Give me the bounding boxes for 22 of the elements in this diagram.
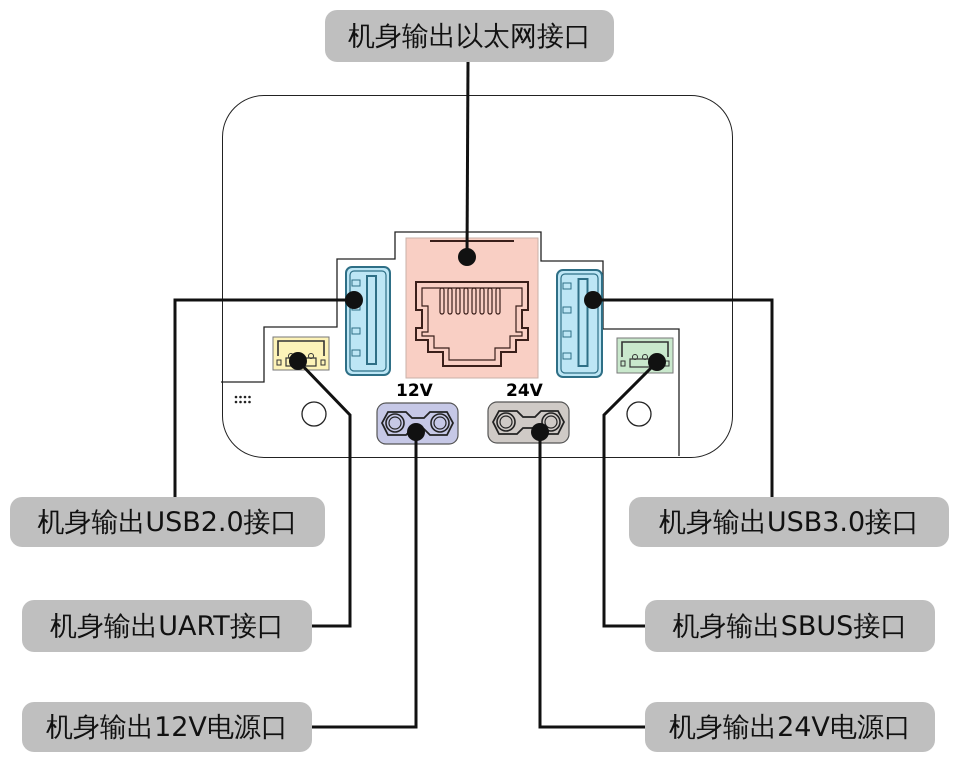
leader-line (174, 291, 363, 497)
leader-line (602, 353, 666, 628)
callout-label: 机身输出UART接口 (22, 600, 312, 652)
circuit-board (222, 95, 733, 458)
power-connector (487, 401, 570, 444)
usb-port (556, 269, 603, 378)
leader-line (289, 352, 352, 628)
callout-label: 机身输出12V电源口 (22, 702, 312, 752)
voltage-marking: 24V (506, 382, 543, 400)
leader-line (584, 291, 774, 497)
leader-line (458, 62, 476, 266)
power-connector (376, 402, 459, 445)
callout-label: 机身输出以太网接口 (325, 10, 614, 62)
leader-line (312, 423, 425, 728)
ethernet-port (406, 238, 538, 378)
callout-label: 机身输出SBUS接口 (645, 600, 935, 652)
callout-label: 机身输出24V电源口 (645, 702, 935, 752)
leader-line (531, 423, 645, 728)
callout-label: 机身输出USB3.0接口 (629, 497, 949, 547)
usb-port (345, 266, 391, 376)
callout-label: 机身输出USB2.0接口 (10, 497, 325, 547)
voltage-marking: 12V (396, 382, 433, 400)
